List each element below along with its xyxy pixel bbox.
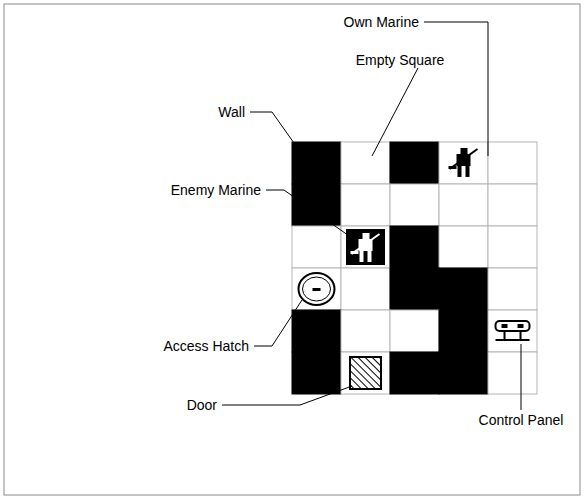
control-panel-icon bbox=[496, 321, 530, 340]
floor-square bbox=[341, 268, 390, 310]
access-hatch-icon bbox=[299, 273, 335, 305]
floor-square bbox=[488, 310, 537, 352]
floor-square bbox=[341, 142, 390, 184]
wall-square bbox=[390, 268, 439, 310]
leader-line bbox=[424, 22, 488, 156]
wall-square bbox=[439, 310, 488, 352]
callout-label: Wall bbox=[217, 104, 246, 120]
callout-label: Empty Square bbox=[355, 52, 446, 68]
callout-label: Access Hatch bbox=[162, 338, 250, 354]
wall-square bbox=[292, 142, 341, 184]
board-grid bbox=[292, 142, 537, 394]
floor-square bbox=[488, 226, 537, 268]
floor-square bbox=[341, 226, 390, 268]
floor-square bbox=[439, 226, 488, 268]
wall-square bbox=[292, 184, 341, 226]
wall-square bbox=[439, 352, 488, 394]
leader-line bbox=[254, 300, 302, 346]
leader-line bbox=[372, 68, 418, 156]
callout-label: Enemy Marine bbox=[170, 182, 262, 198]
floor-square bbox=[292, 226, 341, 268]
leader-line bbox=[222, 386, 352, 405]
callout-label: Door bbox=[186, 397, 218, 413]
wall-square bbox=[439, 268, 488, 310]
wall-square bbox=[292, 310, 341, 352]
floor-square bbox=[341, 184, 390, 226]
wall-square bbox=[390, 226, 439, 268]
floor-square bbox=[488, 268, 537, 310]
callout-label: Own Marine bbox=[343, 14, 420, 30]
door-icon bbox=[350, 357, 381, 389]
enemy-marine-icon bbox=[346, 229, 385, 265]
leader-line bbox=[266, 190, 352, 238]
leader-lines bbox=[222, 22, 521, 410]
floor-square bbox=[488, 184, 537, 226]
floor-square bbox=[439, 142, 488, 184]
own-marine-icon bbox=[449, 148, 478, 177]
callout-label: Control Panel bbox=[478, 412, 565, 428]
floor-square bbox=[390, 184, 439, 226]
floor-square bbox=[439, 184, 488, 226]
wall-square bbox=[390, 352, 439, 394]
floor-square bbox=[488, 142, 537, 184]
frame bbox=[4, 4, 580, 495]
floor-square bbox=[390, 310, 439, 352]
leader-line bbox=[250, 112, 306, 160]
floor-square bbox=[341, 310, 390, 352]
wall-square bbox=[292, 352, 341, 394]
wall-square bbox=[390, 142, 439, 184]
floor-square bbox=[488, 352, 537, 394]
leader-line bbox=[521, 344, 522, 410]
